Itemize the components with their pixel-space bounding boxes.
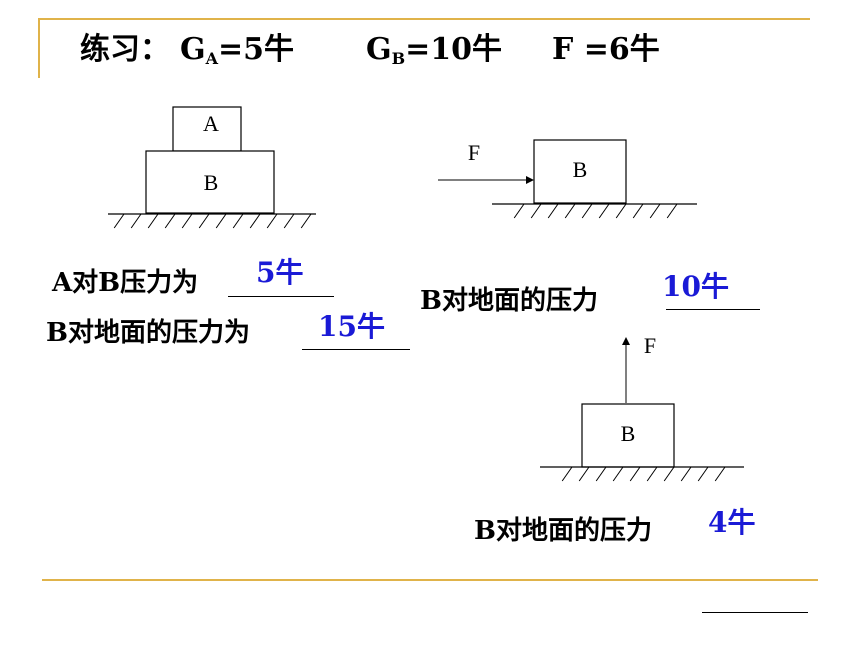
header-accent-bar <box>38 18 40 78</box>
block-b <box>145 150 275 214</box>
hatch-mark <box>680 466 692 482</box>
question-4-text: B对地面的压力 <box>474 516 652 546</box>
question-1-blank <box>228 296 334 297</box>
hatch-mark <box>564 203 576 219</box>
hatch-mark <box>164 213 176 229</box>
hatch-mark <box>147 213 159 229</box>
hatch-mark <box>615 203 627 219</box>
ground-hatching-3 <box>561 466 726 482</box>
exercise-prefix: 练习： <box>80 32 170 67</box>
hatch-mark <box>113 213 125 229</box>
question-4-answer: 4牛 <box>708 506 756 539</box>
block-a <box>172 106 242 152</box>
weight-b: GB=10牛 <box>366 32 503 68</box>
hatch-mark <box>598 203 610 219</box>
hatch-mark <box>578 466 590 482</box>
hatch-mark <box>595 466 607 482</box>
block-b-2-label: B <box>573 157 588 182</box>
figure-horizontal-force: B F <box>438 139 697 219</box>
block-b-label: B <box>204 170 219 195</box>
block-b-3 <box>581 403 675 468</box>
question-2-answer: 15牛 <box>318 310 385 343</box>
hatch-mark <box>300 213 312 229</box>
ground-hatching-1 <box>113 213 312 229</box>
question-1-answer: 5牛 <box>256 256 304 289</box>
applied-force: F =6牛 <box>552 32 660 67</box>
footer-blank-line <box>702 612 808 613</box>
hatch-mark <box>198 213 210 229</box>
hatch-mark <box>632 203 644 219</box>
hatch-mark <box>232 213 244 229</box>
hatch-mark <box>666 203 678 219</box>
footer-rule <box>42 579 818 581</box>
hatch-mark <box>181 213 193 229</box>
ground-hatching-2 <box>513 203 678 219</box>
hatch-mark <box>581 203 593 219</box>
block-b-2 <box>533 139 627 204</box>
question-1-text: A对B压力为 <box>52 268 199 298</box>
hatch-mark <box>561 466 573 482</box>
hatch-mark <box>663 466 675 482</box>
hatch-mark <box>513 203 525 219</box>
hatch-mark <box>714 466 726 482</box>
hatch-mark <box>649 203 661 219</box>
header-rule <box>38 18 810 20</box>
block-a-label: A <box>203 111 219 136</box>
question-2-blank <box>302 349 410 350</box>
hatch-mark <box>266 213 278 229</box>
hatch-mark <box>283 213 295 229</box>
figure-stacked-blocks: A B <box>108 106 316 229</box>
hatch-mark <box>249 213 261 229</box>
hatch-mark <box>530 203 542 219</box>
question-3-text: B对地面的压力 <box>420 286 598 316</box>
hatch-mark <box>646 466 658 482</box>
hatch-mark <box>215 213 227 229</box>
hatch-mark <box>547 203 559 219</box>
force-label-2: F <box>468 140 480 165</box>
question-2-text: B对地面的压力为 <box>46 318 250 348</box>
force-label-3: F <box>644 333 656 358</box>
hatch-mark <box>612 466 624 482</box>
block-b-3-label: B <box>621 421 636 446</box>
figure-vertical-force: B F <box>540 333 744 482</box>
weight-a: GA=5牛 <box>180 32 295 68</box>
question-3-answer: 10牛 <box>662 270 729 303</box>
hatch-mark <box>629 466 641 482</box>
question-3-blank <box>666 309 760 310</box>
hatch-mark <box>697 466 709 482</box>
hatch-mark <box>130 213 142 229</box>
